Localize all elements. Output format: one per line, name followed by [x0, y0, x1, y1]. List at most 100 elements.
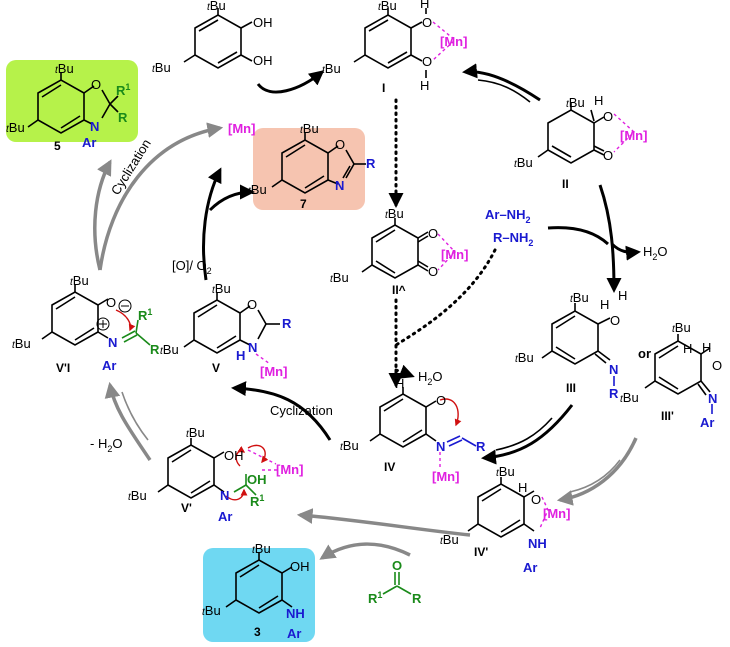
I-mn: [Mn]: [440, 34, 467, 49]
complex-II-caret: [361, 218, 456, 279]
I-o-bottom: O: [422, 54, 432, 69]
VpI-ar: Ar: [102, 358, 116, 373]
highlight-compound-5: [6, 60, 138, 142]
arrow-cyclization-to-Mn: [98, 122, 224, 271]
IVp-ar: Ar: [523, 560, 537, 575]
c5-n: N: [90, 119, 99, 134]
arrow-V-to-Mn: [202, 167, 222, 281]
IIa-o-top: O: [428, 226, 438, 241]
catechol-oh-2: OH: [253, 53, 273, 68]
IV-o: O: [436, 393, 446, 408]
catechol-tbu-top: tBu: [207, 0, 226, 13]
IIIp-ar: Ar: [700, 415, 714, 430]
alkyl-amine: R–NH2: [493, 230, 533, 248]
minus-water: - H2O: [90, 436, 122, 454]
label-VpI: V'I: [56, 361, 70, 375]
c7-o: O: [335, 137, 345, 152]
IVp-h: H: [518, 480, 527, 495]
c3-ar: Ar: [287, 626, 301, 641]
complex-II: [537, 102, 636, 164]
Vp-ho: OH: [247, 472, 267, 487]
iminium-VpI: [41, 285, 151, 346]
label-5: 5: [54, 139, 61, 153]
arrow-water-out-2: [394, 364, 415, 379]
arrow-IVp-to-Vp: [296, 508, 471, 537]
VpI-o: O: [106, 295, 116, 310]
arrow-IIIp-to-IVp: [556, 437, 638, 506]
imine-intermediate-IIIp: [644, 334, 713, 414]
Vp-n: N: [220, 488, 229, 503]
Vp-tbu-left: tBu: [128, 488, 147, 503]
c3-tbu-left: tBu: [202, 603, 221, 618]
IIIp-h: H: [683, 341, 692, 356]
II-tbu-top: tBu: [566, 95, 585, 110]
Vp-mn: [Mn]: [276, 462, 303, 477]
II-tbu-left: tBu: [514, 155, 533, 170]
c7-tbu-left: tBu: [248, 182, 267, 197]
IIIp-n: N: [708, 391, 717, 406]
arrow-amine-to-IV: [394, 248, 497, 347]
label-IV: IV: [384, 460, 395, 474]
label-7: 7: [300, 197, 307, 211]
c5-o: O: [91, 77, 101, 92]
catechol-starting-material: [183, 8, 253, 69]
V-tbu-top: tBu: [212, 281, 231, 296]
arrow-IV-to-III-half: [495, 417, 553, 451]
benzoxazoline-V: [183, 293, 280, 365]
VpI-r1: R1: [138, 307, 152, 323]
arrow-Vp-to-VpI: [104, 381, 152, 461]
water-byproduct-2: H2O: [418, 369, 443, 387]
arrow-to-3: [319, 542, 411, 560]
V-n: N: [248, 340, 257, 355]
highlight-compound-3: [203, 548, 315, 642]
c3-nh: NH: [286, 606, 305, 621]
Vp-oh: OH: [224, 448, 244, 463]
VpI-tbu-left: tBu: [12, 336, 31, 351]
label-3: 3: [254, 625, 261, 639]
oxidant-label: [O]/ O2: [172, 258, 212, 276]
Vp-tbu-top: tBu: [186, 425, 205, 440]
Vp-r1: R1: [250, 493, 264, 509]
water-byproduct-1: H2O: [643, 244, 668, 262]
c7-r: R: [366, 156, 376, 171]
or-text: or: [638, 346, 651, 361]
I-o-top: O: [422, 15, 432, 30]
V-r: R: [282, 316, 292, 331]
IIa-tbu-left: tBu: [330, 270, 349, 285]
I-tbu-left: tBu: [322, 61, 341, 76]
c5-tbu-left: tBu: [6, 120, 25, 135]
Vp-ar: Ar: [218, 509, 232, 524]
c5-tbu-top: tBu: [55, 61, 74, 76]
arrow-I-to-II-half: [477, 79, 531, 103]
arrow-III-to-IV: [481, 404, 574, 465]
arrow-catechol-to-I: [256, 70, 325, 94]
c7-n: N: [335, 178, 344, 193]
label-I: I: [382, 81, 385, 95]
IV-mn: [Mn]: [432, 469, 459, 484]
V-o: O: [247, 297, 257, 312]
highlight-compound-7: [253, 128, 365, 210]
c3-oh: OH: [290, 559, 310, 574]
carbonyl-r: R: [412, 591, 422, 606]
II-mn: [Mn]: [620, 128, 647, 143]
arrow-IVp-to-IIIp-half: [569, 459, 621, 493]
product-7: [271, 133, 366, 194]
label-IIIp: III': [661, 409, 674, 423]
cyclization-label-1: Cyclization: [270, 403, 333, 418]
imine-intermediate-III: [541, 303, 615, 386]
carbonyl-reagent: [382, 572, 412, 595]
IIa-o-bottom: O: [428, 264, 438, 279]
V-tbu-left: tBu: [160, 342, 179, 357]
arrow-VpI-to-Vp-half: [121, 391, 149, 441]
arrow-VpI-to-5: [93, 159, 112, 271]
III-tbu-left: tBu: [515, 350, 534, 365]
hemiaminal-Vp: [157, 438, 278, 501]
IV-n: N: [436, 439, 445, 454]
III-r: R: [609, 386, 619, 401]
III-oh-h: H: [618, 288, 627, 303]
free-mn-catalyst: [Mn]: [228, 121, 255, 136]
III-n: N: [609, 362, 618, 377]
label-V: V: [212, 361, 220, 375]
